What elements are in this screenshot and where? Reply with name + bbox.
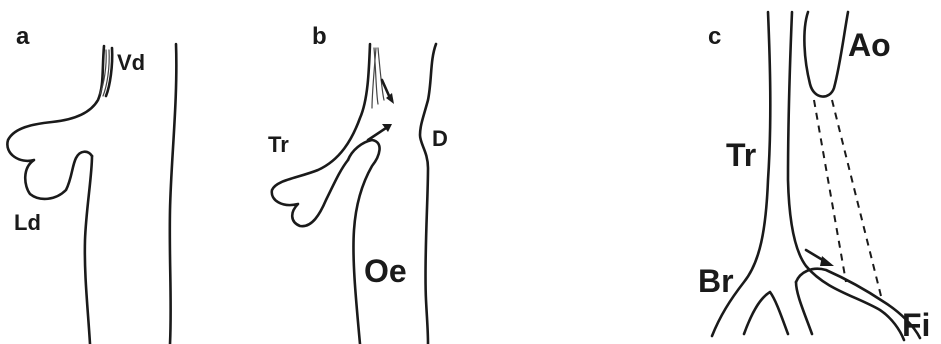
panel-a-left-tube [85, 156, 92, 344]
panel-c-arrow-head [820, 256, 834, 266]
panel-b-hatching-2 [378, 48, 384, 100]
panel-c-aorta [804, 12, 848, 97]
panel-b-label-oe: Oe [364, 253, 407, 289]
panel-c-label-br: Br [698, 263, 734, 299]
panel-c-label-ao: Ao [848, 27, 891, 63]
panel-c-letter: c [708, 23, 721, 50]
panel-c: c Ao Tr Br Fi [698, 12, 930, 343]
panel-c-dashed-line-left [814, 100, 846, 282]
panel-b-hatching-1 [374, 48, 378, 104]
panel-a-right-tube [170, 44, 177, 344]
panel-c-bronchus-right [796, 282, 812, 334]
panel-b: b Tr D Oe [268, 23, 448, 344]
panel-c-label-tr: Tr [726, 137, 756, 173]
panel-a-letter: a [16, 23, 30, 50]
panel-b-label-tr: Tr [268, 132, 289, 157]
panel-a: a Vd Ld [7, 23, 176, 344]
panel-a-label-ld: Ld [14, 210, 41, 235]
panel-b-arrow-lower-shaft [368, 128, 386, 140]
panel-b-letter: b [312, 23, 327, 50]
panel-b-label-d: D [432, 126, 448, 151]
panel-a-label-vd: Vd [117, 50, 145, 75]
panel-c-carina-left [744, 292, 788, 334]
panel-c-dashed-line-right [832, 100, 882, 300]
panel-b-oesophagus-left-wall [348, 140, 380, 344]
panel-b-oesophagus-right-wall [420, 44, 436, 344]
panel-c-label-fi: Fi [902, 307, 930, 343]
